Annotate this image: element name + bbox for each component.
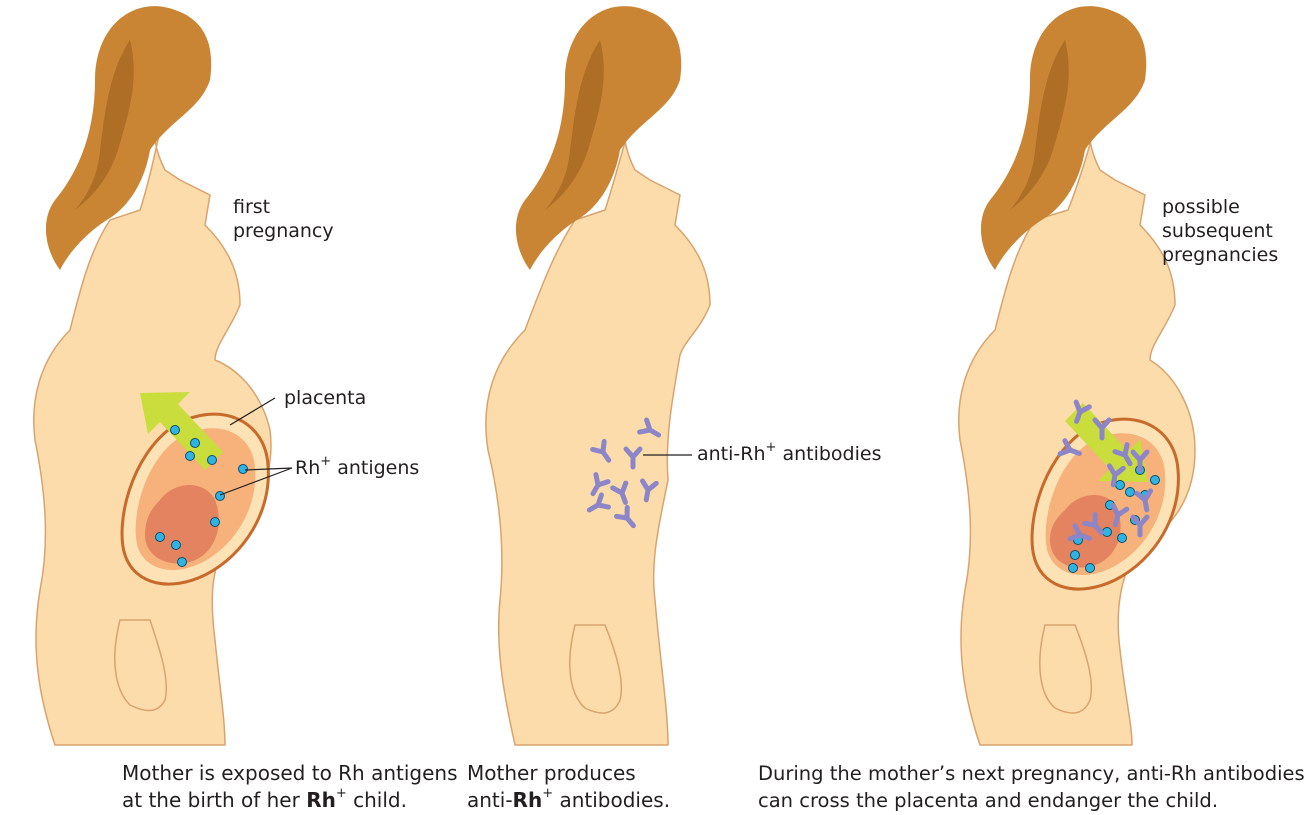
first-pregnancy-line-2: pregnancy [233,219,334,243]
rh-antigen-dot [171,426,180,435]
caption-2-sup: + [542,786,553,801]
woman-figure-2 [486,6,710,745]
rh-antigens-sup: + [320,454,331,469]
caption-2-pre: anti- [467,788,513,812]
rh-antigen-dot [1118,534,1127,543]
panel-first-pregnancy [34,6,292,745]
caption-1-post: child. [347,788,407,812]
rh-antigen-dot [191,439,200,448]
anti-rh-prefix: anti-Rh [697,443,766,465]
caption-2-bold: Rh [513,788,543,812]
rh-antigens-prefix: Rh [295,457,320,479]
woman-figure-1 [34,6,271,745]
caption-3-line-1: During the mother’s next pregnancy, anti… [758,760,1305,787]
rh-antigen-dot [178,558,187,567]
caption-1-line-2: at the birth of her Rh+ child. [122,787,458,814]
first-pregnancy-line-1: first [233,195,334,219]
rh-antigen-dot [186,452,195,461]
rh-antigens-label: Rh+ antigens [295,456,419,480]
caption-2-post: antibodies. [553,788,670,812]
caption-panel-2: Mother produces anti-Rh+ antibodies. [467,760,670,814]
first-pregnancy-label: first pregnancy [233,195,334,243]
caption-1-pre: at the birth of her [122,788,306,812]
rh-antigens-suffix: antigens [331,457,419,479]
rh-antigen-dot [1126,488,1135,497]
anti-rh-antibodies-label: anti-Rh+ antibodies [697,442,882,466]
panel-subsequent-pregnancy [959,6,1195,745]
rh-antigen-dot [211,518,220,527]
caption-2-line-2: anti-Rh+ antibodies. [467,787,670,814]
rh-antigen-dot [1151,476,1160,485]
anti-rh-sup: + [766,440,777,455]
subsequent-line-1: possible [1162,195,1278,219]
rh-antigen-dot [239,465,248,474]
rh-antigen-dot [172,541,181,550]
rh-antigen-dot [1086,564,1095,573]
rh-antigen-dot [1069,564,1078,573]
rh-antigen-dot [1103,528,1112,537]
rh-antigen-dot [208,456,217,465]
caption-panel-3: During the mother’s next pregnancy, anti… [758,760,1305,814]
caption-1-bold: Rh [306,788,336,812]
caption-1-line-1: Mother is exposed to Rh antigens [122,760,458,787]
caption-panel-1: Mother is exposed to Rh antigens at the … [122,760,458,814]
anti-rh-suffix: antibodies [776,443,881,465]
rh-antigen-dot [216,492,225,501]
caption-1-sup: + [336,786,347,801]
caption-3-line-2: can cross the placenta and endanger the … [758,787,1305,814]
panel-antibody-production [486,6,710,745]
woman-figure-3 [959,6,1195,745]
rh-antigen-dot [156,533,165,542]
rh-antigen-dot [1116,481,1125,490]
caption-2-line-1: Mother produces [467,760,670,787]
subsequent-line-2: subsequent [1162,219,1278,243]
subsequent-line-3: pregnancies [1162,243,1278,267]
subsequent-pregnancies-label: possible subsequent pregnancies [1162,195,1278,267]
placenta-label: placenta [284,386,366,410]
rh-antigen-dot [1071,551,1080,560]
